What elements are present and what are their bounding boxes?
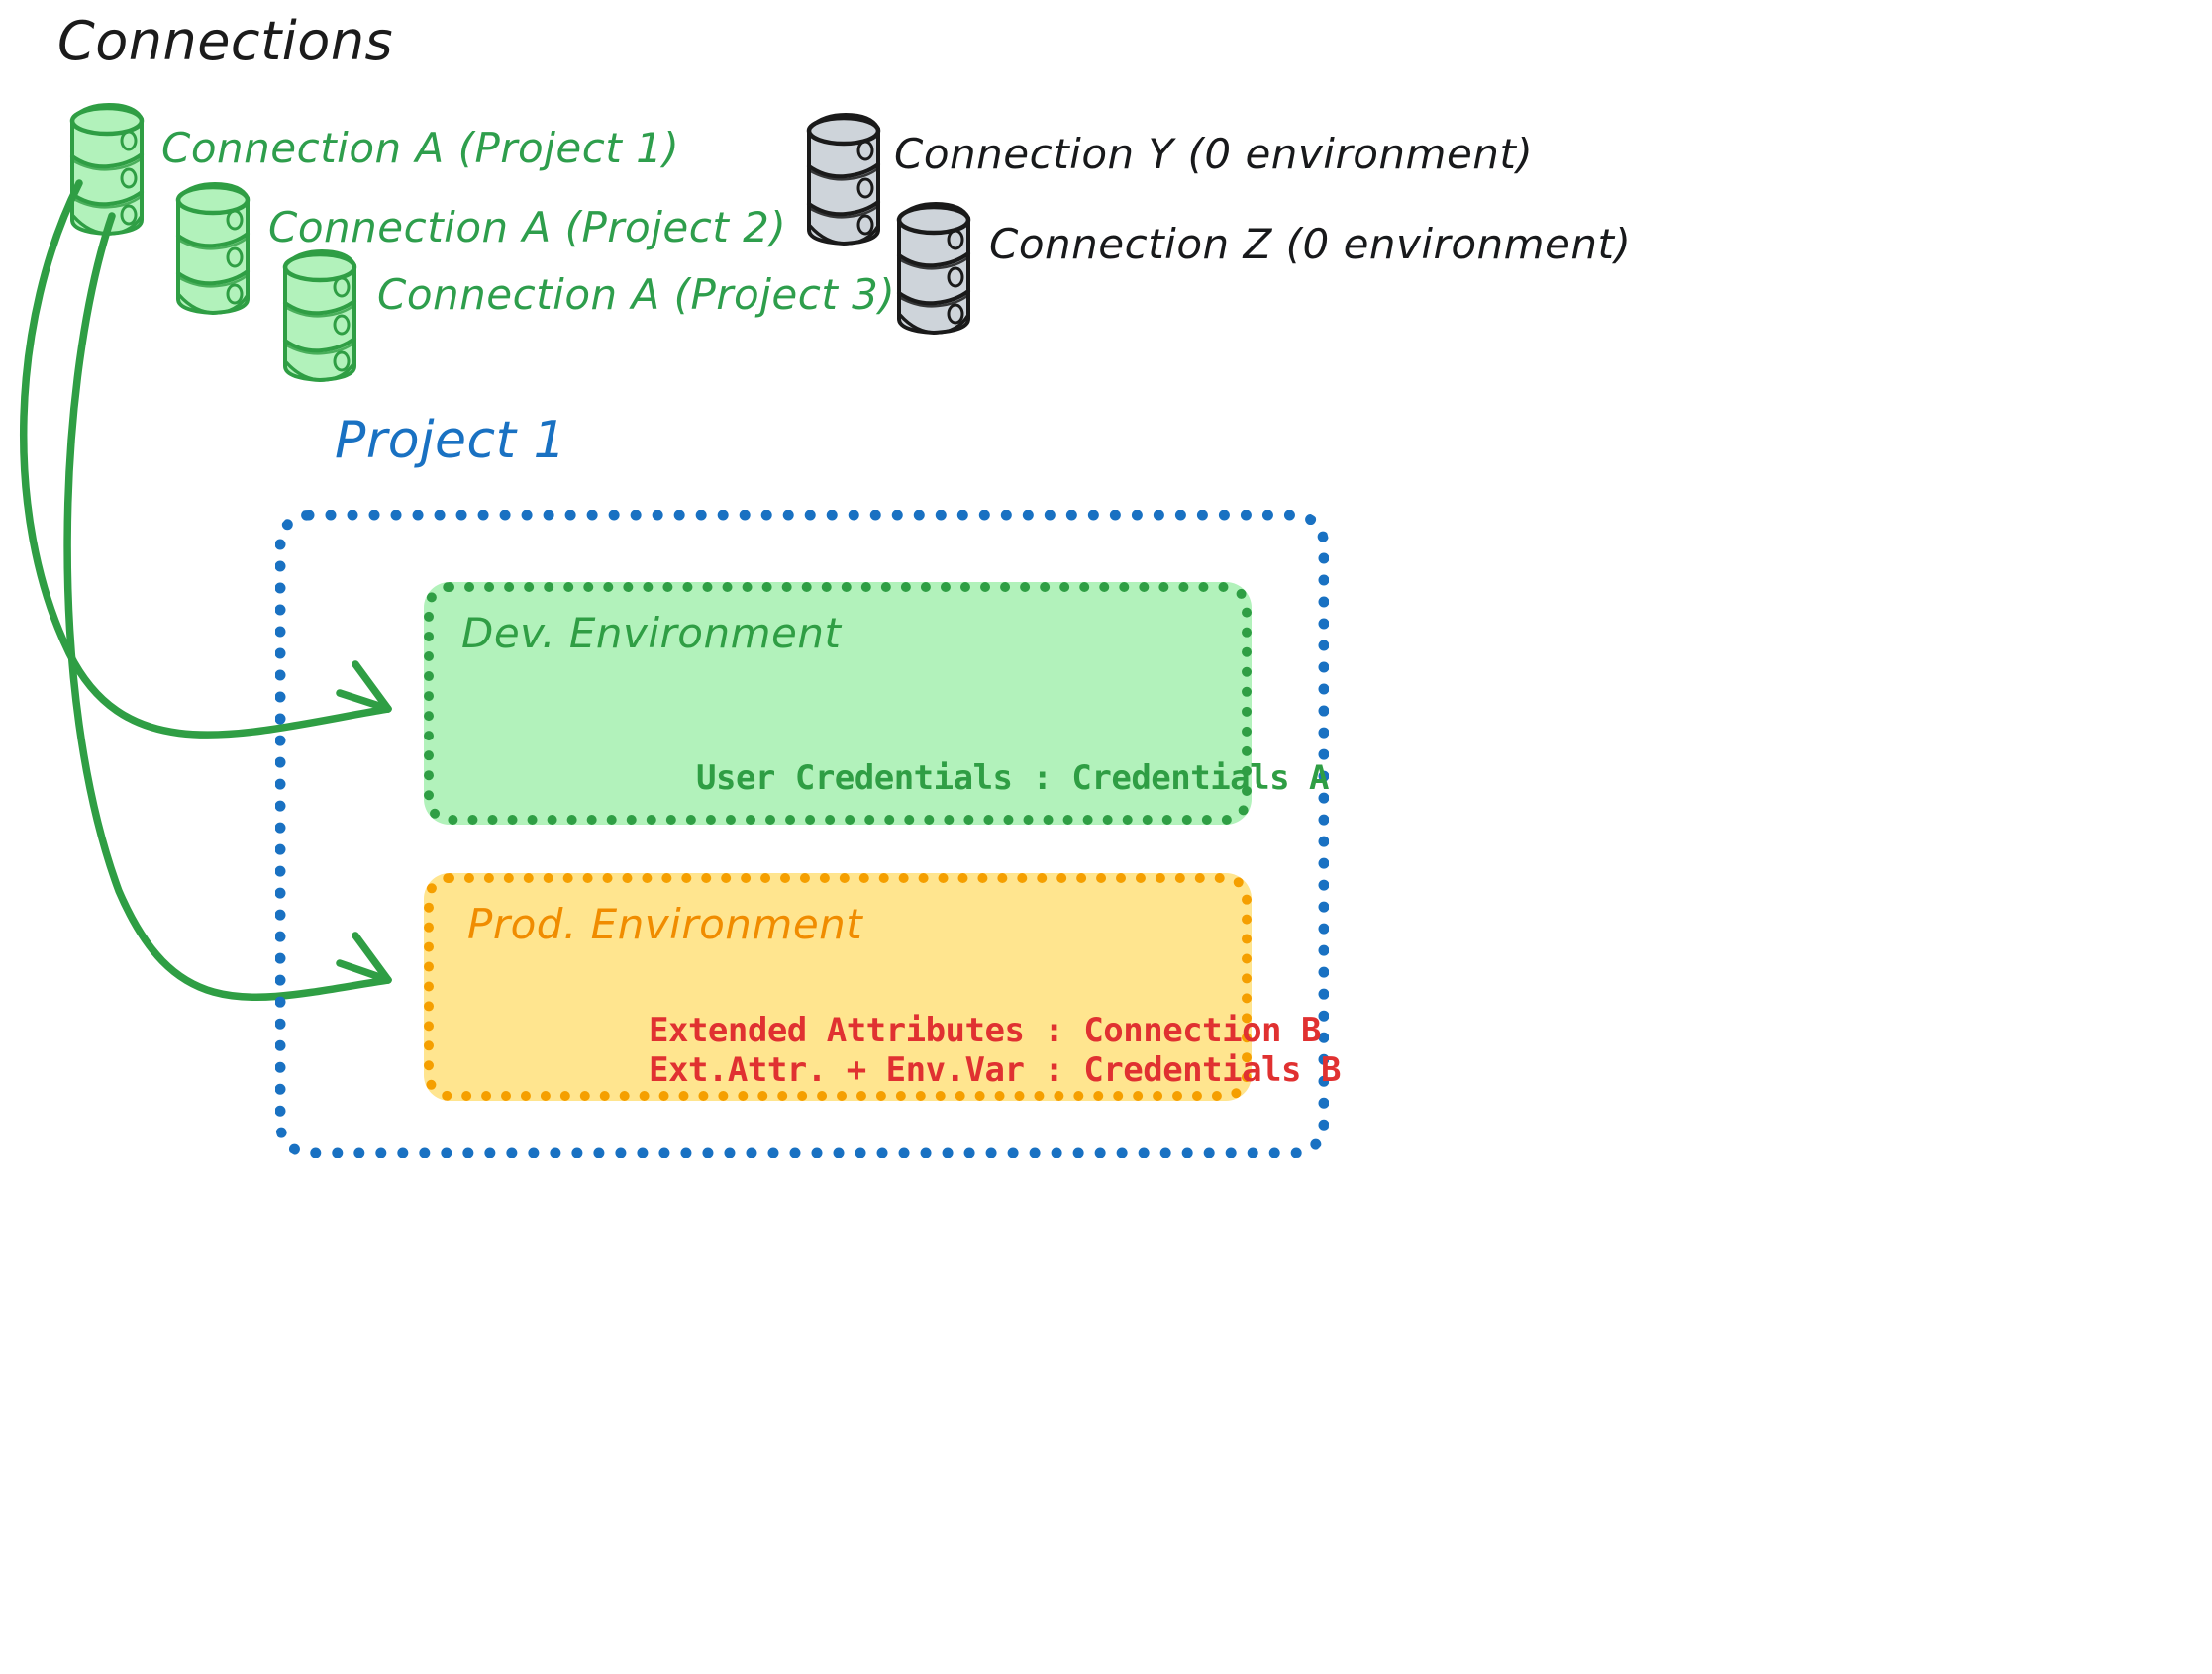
project-boundary-box [275,510,1329,1158]
connection-label-conn-a-project-3: Connection A (Project 3) [377,270,896,319]
dev-environment-box [424,582,1252,825]
prod-environment-row-0: Extended Attributes : Connection B [649,1011,1321,1050]
database-icon-conn-a-project-1 [72,105,142,234]
page-title: Connections [57,10,394,72]
connection-label-conn-y: Connection Y (0 environment) [894,130,1534,178]
connection-label-conn-a-project-1: Connection A (Project 1) [161,124,680,172]
database-icon-conn-y [809,115,878,244]
database-icon-conn-a-project-3 [285,251,354,380]
database-icon-conn-z [899,204,968,333]
connection-label-conn-a-project-2: Connection A (Project 2) [268,203,787,251]
prod-environment-title: Prod. Environment [467,900,863,948]
dev-environment-row-0: User Credentials : Credentials A [696,758,1330,798]
prod-environment-row-1: Ext.Attr. + Env.Var : Credentials B [649,1050,1341,1090]
connection-label-conn-z: Connection Z (0 environment) [989,220,1632,268]
prod-environment-box [424,873,1252,1101]
dev-environment-title: Dev. Environment [461,609,842,657]
project-title: Project 1 [335,411,567,470]
database-icon-conn-a-project-2 [178,184,248,313]
